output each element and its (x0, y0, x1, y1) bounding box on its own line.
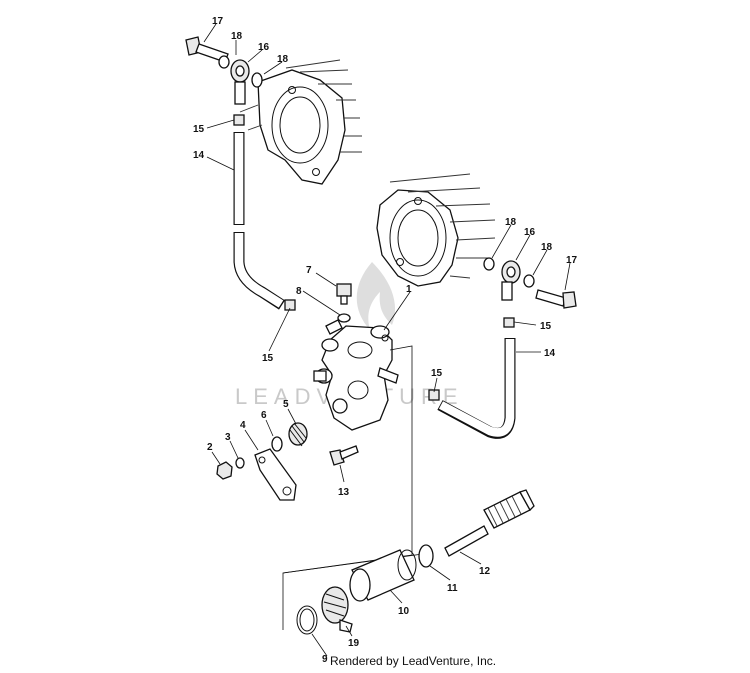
callout-19: 19 (348, 638, 360, 649)
drive-gear-spring (321, 586, 353, 633)
drive-bushing (349, 549, 417, 602)
callout-10: 10 (398, 606, 410, 617)
callout-18-right-left: 18 (505, 217, 517, 228)
callout-18-right-right: 18 (541, 242, 553, 253)
callout-14-top: 14 (193, 150, 205, 161)
callout-6: 6 (261, 410, 267, 421)
right-oil-hose (437, 338, 516, 439)
callout-1: 1 (406, 284, 412, 295)
render-credit: Rendered by LeadVenture, Inc. (330, 654, 497, 668)
washer (271, 436, 283, 452)
lock-washer (235, 457, 245, 469)
assembly-guide-line (282, 345, 413, 630)
pump-mounting-bolt (329, 445, 359, 466)
callout-18-top-left: 18 (231, 31, 243, 42)
callout-9: 9 (322, 654, 328, 665)
callout-labels: 17 18 16 18 15 14 18 16 18 17 7 8 1 15 1… (193, 16, 578, 665)
callout-2: 2 (207, 442, 213, 453)
hose-clamp-right (428, 389, 440, 401)
callout-13: 13 (338, 487, 350, 498)
lower-cylinder-head (376, 173, 496, 287)
callout-16-right: 16 (524, 227, 536, 238)
bleed-bolt (336, 283, 352, 323)
pump-spring (288, 422, 308, 447)
o-ring (296, 605, 318, 635)
callout-8: 8 (296, 286, 302, 297)
callout-5: 5 (283, 399, 289, 410)
watermark-flame-icon (356, 262, 396, 330)
pump-drive-shaft (444, 489, 535, 557)
callout-14-right: 14 (544, 348, 556, 359)
upper-cylinder-head (239, 59, 362, 185)
callout-11: 11 (447, 583, 458, 594)
leader-lines (203, 23, 571, 657)
assembly-guide-line-2 (282, 552, 431, 574)
callout-3: 3 (225, 432, 231, 443)
callout-4: 4 (240, 420, 246, 431)
pump-lever-arm (254, 448, 297, 501)
callout-12: 12 (479, 566, 491, 577)
hose-clamp-left (284, 299, 296, 311)
callout-15-right: 15 (540, 321, 552, 332)
callout-17-top: 17 (212, 16, 224, 27)
upper-banjo-fitting (185, 36, 263, 126)
oil-pump-body (313, 319, 399, 431)
right-banjo-fitting (483, 257, 577, 328)
callout-15-center: 15 (431, 368, 443, 379)
callout-15-left: 15 (262, 353, 274, 364)
callout-16-top: 16 (258, 42, 270, 53)
callout-15-top: 15 (193, 124, 205, 135)
upper-oil-hose (233, 132, 285, 310)
shaft-washer (418, 544, 434, 568)
callout-17-right: 17 (566, 255, 578, 266)
callout-7: 7 (306, 265, 312, 276)
callout-18-top-right: 18 (277, 54, 289, 65)
lever-nut (216, 461, 233, 480)
